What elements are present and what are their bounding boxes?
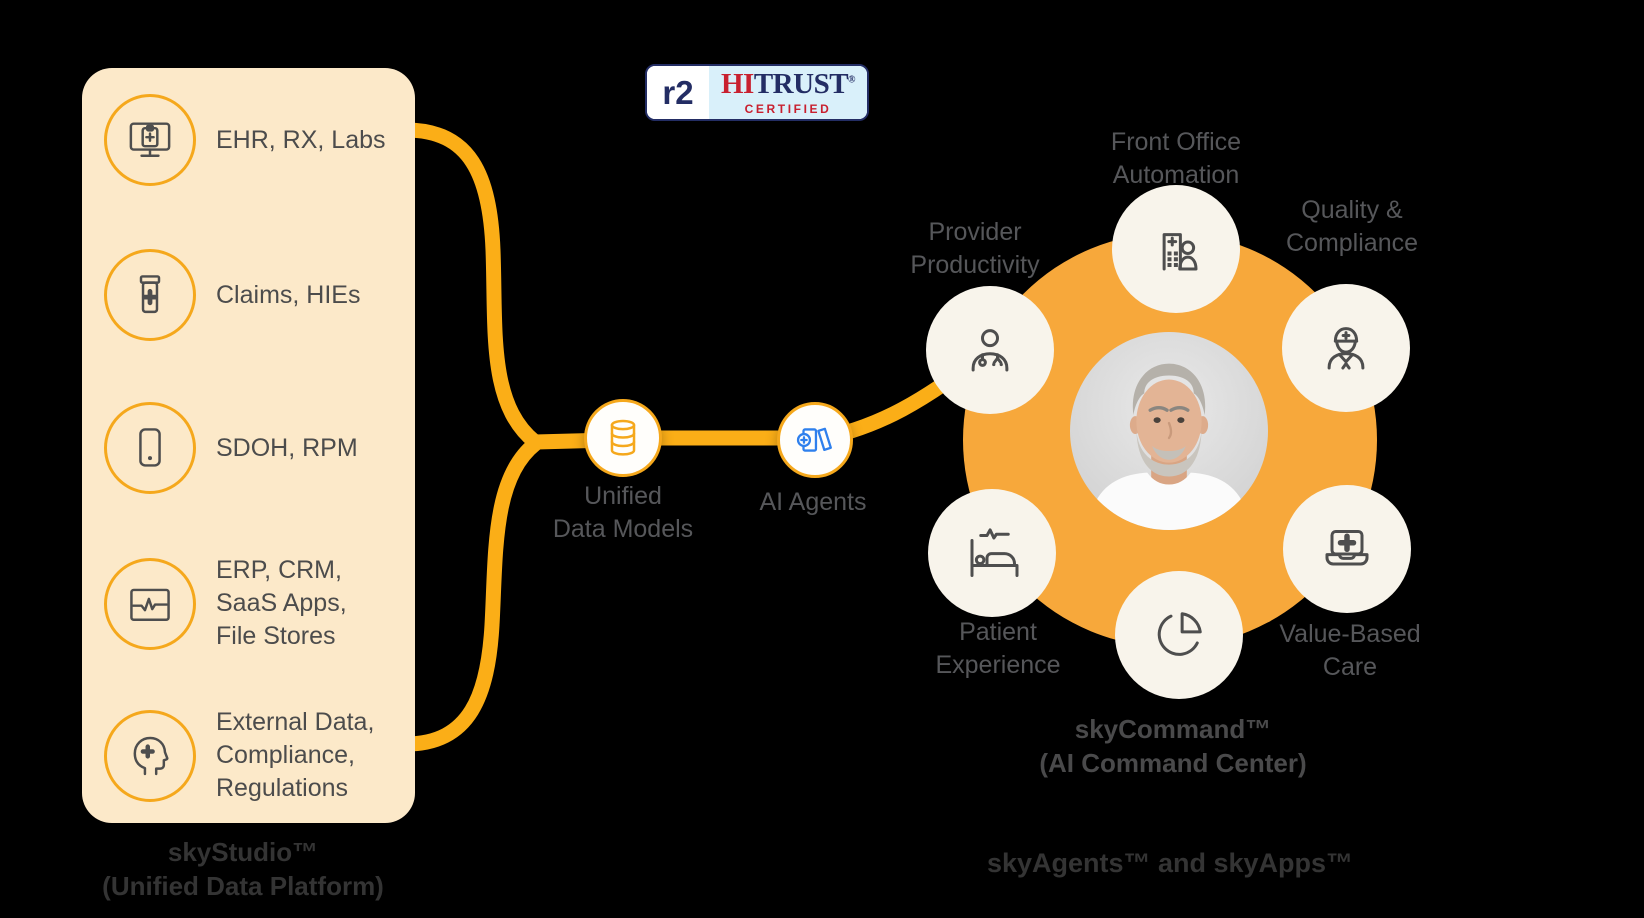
provider-productivity-label: Provider Productivity — [910, 218, 1040, 279]
screen-pulse-icon — [130, 588, 170, 621]
monitor-clipboard-icon — [129, 122, 171, 157]
satellite-provider-productivity — [926, 286, 1054, 414]
satellite-front-office-automation — [1112, 185, 1240, 313]
skyagents-caption: skyAgents™ and skyApps™ — [986, 848, 1354, 878]
sky-command-label: skyCommand™ (AI Command Center) — [1039, 714, 1307, 779]
source-label: External Data, Compliance, Regulations — [216, 708, 375, 802]
quality-compliance-label: Quality & Compliance — [1285, 196, 1419, 257]
clinic-building-person-icon — [1162, 233, 1198, 271]
database-icon — [610, 419, 636, 456]
patient-photo — [1070, 332, 1268, 530]
source-item-erp: ERP, CRM, SaaS Apps, File Stores — [104, 554, 404, 653]
pill-bottle-icon — [139, 275, 161, 314]
pie-chart-icon — [1157, 612, 1202, 656]
ai-agents-label: AI Agents — [759, 488, 867, 516]
patient-experience-label: Patient Experience — [935, 618, 1061, 679]
hitrust-logo: HITRUST® — [721, 68, 856, 100]
satellite-sky-command — [1115, 571, 1243, 699]
smartphone-icon — [139, 428, 161, 467]
hitrust-certified-badge: r2 HITRUST® CERTIFIED — [645, 64, 870, 121]
source-item-claims: Claims, HIEs — [104, 249, 404, 341]
unified-data-models-label: Unified Data Models — [552, 482, 694, 543]
connector-bottom-curve — [398, 436, 543, 752]
satellite-patient-experience — [928, 489, 1056, 617]
badge-r2-label: r2 — [647, 66, 709, 119]
laptop-medical-icon — [1325, 530, 1369, 566]
nurse-icon — [1327, 327, 1365, 370]
doctor-stethoscope-icon — [971, 329, 1009, 372]
patient-portrait-illustration — [1070, 332, 1268, 530]
data-sources-panel: EHR, RX, Labs Claims, HIEs — [82, 68, 415, 823]
head-cross-icon — [133, 736, 169, 775]
front-office-automation-label: Front Office Automation — [1110, 128, 1242, 189]
connector-top-curve — [398, 122, 618, 450]
source-item-external: External Data, Compliance, Regulations — [104, 706, 404, 805]
source-label: SDOH, RPM — [216, 433, 358, 462]
satellite-value-based-care — [1283, 485, 1411, 613]
source-label: EHR, RX, Labs — [216, 125, 386, 154]
source-label: Claims, HIEs — [216, 280, 361, 309]
satellite-quality-compliance — [1282, 284, 1410, 412]
ai-agents-node — [777, 402, 853, 478]
value-based-care-label: Value-Based Care — [1279, 620, 1421, 681]
certified-label: CERTIFIED — [744, 102, 832, 116]
source-item-ehr: EHR, RX, Labs — [104, 94, 404, 186]
hospital-bed-icon — [970, 528, 1019, 577]
source-label: ERP, CRM, SaaS Apps, File Stores — [216, 556, 347, 650]
source-item-sdoh: SDOH, RPM — [104, 402, 404, 494]
skystudio-caption: skyStudio™ (Unified Data Platform) — [102, 837, 384, 901]
unified-data-models-node — [584, 399, 662, 477]
ai-agents-kit-icon — [796, 427, 832, 452]
